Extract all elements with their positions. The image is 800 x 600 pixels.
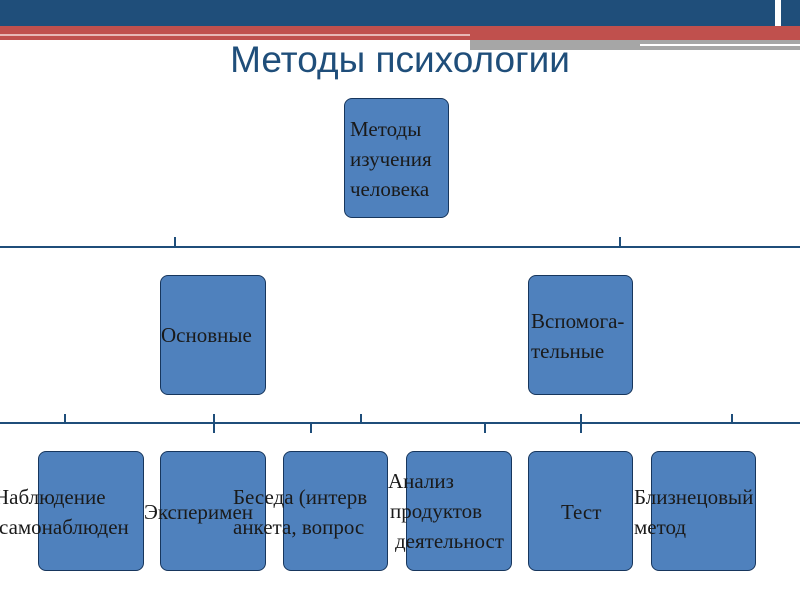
node-label-line: метод <box>634 515 687 539</box>
node-label-line: Вспомога- <box>531 309 625 333</box>
node-label-line: самонаблюден <box>0 515 129 539</box>
node-test-label: Тест <box>561 497 601 527</box>
node-auxiliary-methods-label: Вспомога- тельные <box>531 306 624 366</box>
node-auxiliary-methods <box>528 275 633 395</box>
connector-level2 <box>0 422 800 424</box>
connector-tick <box>310 423 312 433</box>
root-node-label-line: изучения <box>350 147 432 171</box>
header-accent-stripe <box>0 26 800 40</box>
node-label-line: Тест <box>561 500 602 524</box>
node-label-line: анкета, вопрос <box>233 515 365 539</box>
node-label-line: продуктов <box>390 499 483 523</box>
node-conversation-label: Беседа (интерв анкета, вопрос <box>233 482 367 542</box>
node-label-line: тельные <box>531 339 605 363</box>
connector-tick <box>174 237 176 247</box>
slide-title: Методы психологии <box>230 39 570 80</box>
node-label-line: Беседа (интерв <box>233 485 368 509</box>
node-main-methods <box>160 275 266 395</box>
node-twin-method <box>651 451 756 571</box>
connector-tick <box>213 414 215 433</box>
connector-tick <box>360 414 362 423</box>
node-observation-label: Наблюдение самонаблюден <box>0 482 129 542</box>
root-node-label-line: человека <box>350 177 430 201</box>
connector-tick <box>619 237 621 247</box>
root-node <box>344 98 449 218</box>
node-label-line: Близнецовый <box>634 485 754 509</box>
header-bar <box>0 0 775 26</box>
header-white-line <box>640 44 800 46</box>
node-test <box>528 451 633 571</box>
node-activity-analysis <box>406 451 512 571</box>
node-activity-analysis-label: Анализ продуктов деятельност <box>388 466 504 556</box>
root-node-label-line: Методы <box>350 117 422 141</box>
node-label-line: деятельност <box>395 529 504 553</box>
node-twin-method-label: Близнецовый метод <box>634 482 753 542</box>
connector-tick <box>731 414 733 423</box>
connector-tick <box>484 423 486 433</box>
node-label-line: Анализ <box>388 469 454 493</box>
node-experiment <box>160 451 266 571</box>
root-node-label: Методы изучения человека <box>350 114 432 204</box>
connector-tick <box>64 414 66 423</box>
header-bar-right <box>781 0 800 26</box>
header-grey-stripe <box>470 40 800 50</box>
node-label-line: Наблюдение <box>0 485 106 509</box>
node-conversation <box>283 451 388 571</box>
node-label-line: Эксперимен <box>144 500 254 524</box>
node-experiment-label: Эксперимен <box>144 497 253 527</box>
header-accent-highlight <box>0 34 470 36</box>
node-main-methods-label: Основные <box>161 320 252 350</box>
connector-level1 <box>0 246 800 248</box>
connector-tick <box>580 414 582 433</box>
node-observation <box>38 451 144 571</box>
node-label-line: Основные <box>161 323 252 347</box>
